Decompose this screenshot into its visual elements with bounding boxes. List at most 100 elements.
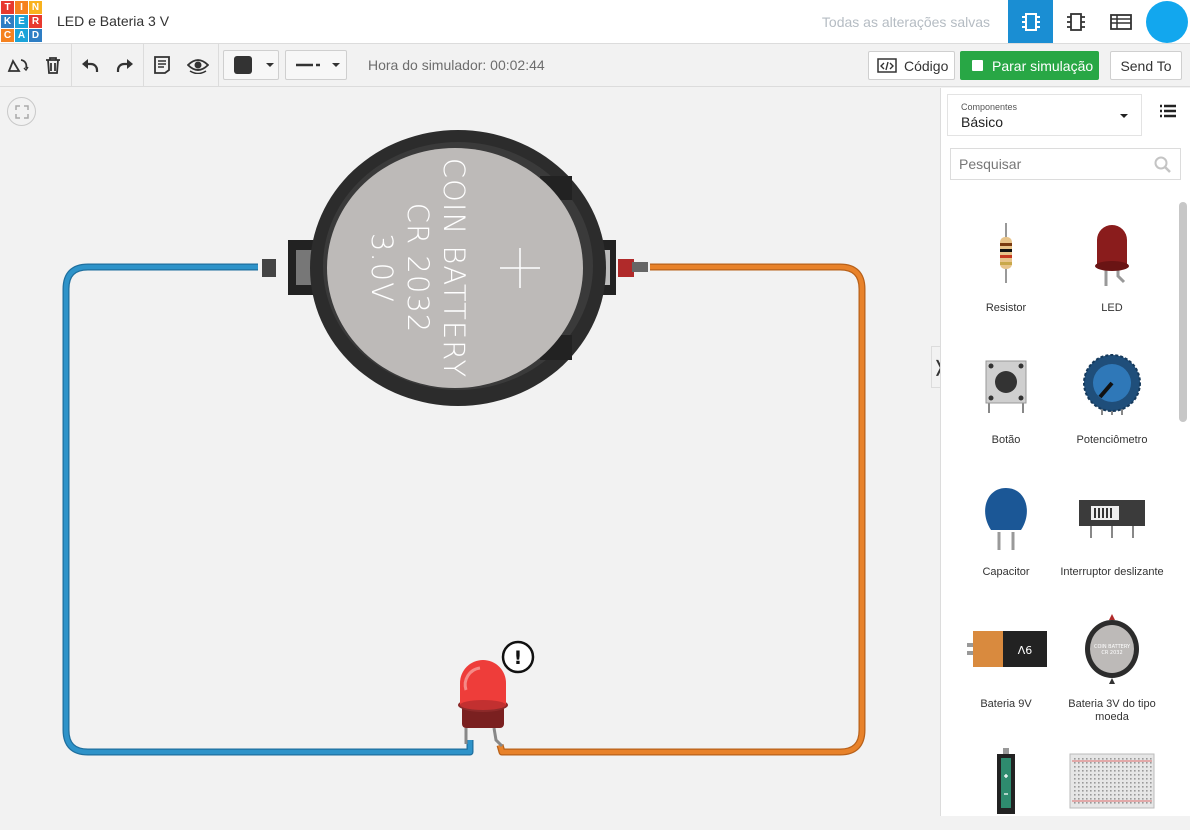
component-label: LED	[1101, 302, 1123, 314]
logo-tile: E	[15, 15, 28, 28]
logo-tile: K	[1, 15, 14, 28]
schematic-view-button[interactable]	[1053, 0, 1098, 43]
component-label: Resistor	[985, 302, 1027, 314]
list-view-button[interactable]	[1159, 104, 1177, 123]
wire-style-dropdown[interactable]	[285, 50, 347, 80]
component-coin-battery[interactable]: COIN BATTERY CR 2032 Bateria 3V do tipo …	[1059, 604, 1165, 724]
coin-battery-component: COIN BATTERY CR 2032 3.0V	[262, 130, 648, 406]
stop-icon	[972, 60, 983, 71]
undo-button[interactable]	[75, 51, 105, 79]
notes-button[interactable]	[147, 51, 177, 79]
eye-icon	[187, 59, 209, 74]
chevron-down-icon	[266, 63, 274, 67]
circuit-canvas[interactable]: COIN BATTERY CR 2032 3.0V !	[0, 88, 940, 816]
redo-button[interactable]	[110, 51, 140, 79]
coin-battery-icon: COIN BATTERY CR 2032	[1085, 614, 1139, 684]
notes-icon	[154, 56, 170, 74]
send-to-button[interactable]: Send To	[1110, 51, 1182, 80]
component-label: Potenciômetro	[1076, 434, 1148, 446]
circuit-view-button[interactable]	[1008, 0, 1053, 43]
chevron-down-icon	[1120, 114, 1128, 118]
components-panel: Componentes Básico Resistor	[940, 88, 1190, 816]
component-capacitor[interactable]: Capacitor	[953, 472, 1059, 579]
visibility-button[interactable]	[183, 51, 213, 79]
pushbutton-icon	[985, 360, 1027, 413]
component-label: Bateria 3V do tipo moeda	[1068, 698, 1156, 723]
component-label: Interruptor deslizante	[1060, 566, 1164, 578]
components-caption: Componentes	[961, 102, 1018, 112]
battery-9v-icon: 9V	[967, 631, 1047, 667]
toolbar: Hora do simulador: 00:02:44 Código Parar…	[0, 44, 1190, 87]
simulator-time: Hora do simulador: 00:02:44	[368, 57, 545, 73]
save-status: Todas as alterações salvas	[821, 14, 990, 30]
component-label: Capacitor	[982, 566, 1030, 578]
code-button-label: Código	[904, 57, 949, 74]
aa-battery-icon	[997, 748, 1015, 814]
svg-text:9V: 9V	[1017, 643, 1032, 656]
search-input[interactable]	[959, 149, 1149, 179]
logo-tile: R	[29, 15, 42, 28]
components-category-select[interactable]: Componentes Básico	[947, 94, 1142, 136]
battery-label-line3: 3.0V	[365, 233, 399, 303]
led-icon	[1095, 225, 1129, 286]
resistor-icon	[1000, 223, 1012, 283]
search-box	[950, 148, 1181, 180]
battery-label-line2: CR 2032	[401, 203, 435, 333]
potentiometer-icon	[1083, 354, 1141, 415]
logo-tile: C	[1, 29, 14, 42]
warning-icon: !	[501, 640, 535, 674]
component-list-icon	[1109, 13, 1132, 30]
component-label: Botão	[991, 434, 1021, 446]
circuit-drawing: COIN BATTERY CR 2032 3.0V !	[62, 130, 866, 756]
capacitor-icon	[985, 488, 1027, 550]
warning-symbol: !	[514, 647, 523, 669]
logo-tile: A	[15, 29, 28, 42]
search-icon[interactable]	[1154, 156, 1172, 174]
led-component	[458, 660, 508, 748]
line-style-icon	[296, 63, 320, 67]
svg-text:CR 2032: CR 2032	[1101, 650, 1122, 656]
trash-icon	[46, 57, 60, 74]
logo-tile: N	[29, 1, 42, 14]
code-button[interactable]: Código	[868, 51, 955, 80]
color-dropdown[interactable]	[223, 50, 279, 80]
component-label: Bateria 9V	[980, 698, 1032, 710]
logo-tile: T	[1, 1, 14, 14]
component-led[interactable]: LED	[1059, 208, 1165, 315]
scrollbar-thumb[interactable]	[1179, 202, 1187, 422]
redo-icon	[116, 59, 133, 72]
delete-button[interactable]	[38, 51, 68, 79]
stop-simulation-button[interactable]: Parar simulação	[960, 51, 1099, 80]
component-breadboard[interactable]	[1059, 736, 1165, 830]
chevron-down-icon	[332, 63, 340, 67]
component-list-button[interactable]	[1098, 0, 1143, 43]
component-button[interactable]: Botão	[953, 340, 1059, 447]
components-value: Básico	[961, 114, 1004, 130]
code-icon	[877, 58, 897, 73]
component-potentiometer[interactable]: Potenciômetro	[1059, 340, 1165, 447]
color-swatch	[234, 56, 252, 74]
stop-simulation-label: Parar simulação	[992, 57, 1094, 74]
component-aa-battery[interactable]	[953, 736, 1059, 830]
circuit-view-icon	[1021, 12, 1040, 31]
logo-tile: I	[15, 1, 28, 14]
battery-label-line1: COIN BATTERY	[437, 158, 471, 378]
zoom-to-fit-button[interactable]	[7, 97, 36, 126]
component-resistor[interactable]: Resistor	[953, 208, 1059, 315]
document-title[interactable]: LED e Bateria 3 V	[57, 13, 170, 29]
schematic-view-icon	[1066, 12, 1085, 31]
rotate-icon	[7, 58, 29, 72]
undo-icon	[82, 59, 99, 72]
panel-scrollbar[interactable]	[1177, 192, 1189, 816]
slide-switch-icon	[1079, 500, 1145, 538]
component-battery-9v[interactable]: 9V Bateria 9V	[953, 604, 1059, 711]
user-avatar[interactable]	[1146, 1, 1188, 43]
svg-text:COIN BATTERY: COIN BATTERY	[1094, 644, 1131, 650]
rotate-button[interactable]	[3, 51, 33, 79]
breadboard-icon	[1069, 753, 1155, 809]
logo-tile: D	[29, 29, 42, 42]
component-slide-switch[interactable]: Interruptor deslizante	[1059, 472, 1165, 579]
list-icon	[1160, 104, 1176, 118]
